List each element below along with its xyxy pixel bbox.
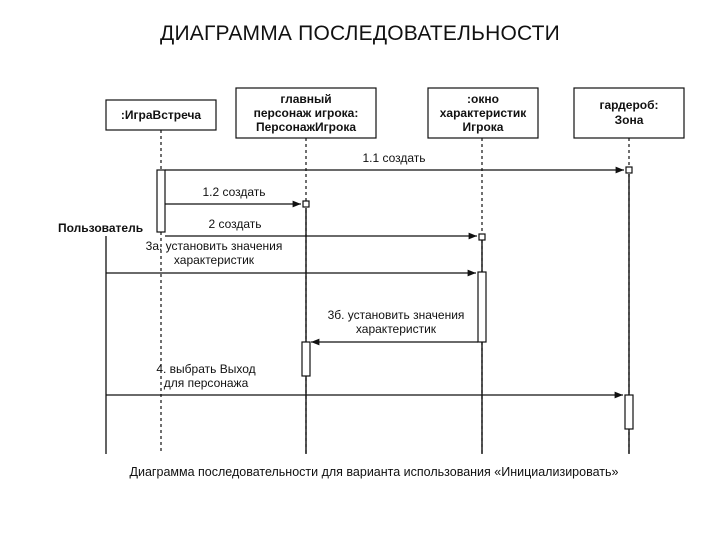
message-label-m11-line-0: 1.1 создать: [362, 151, 425, 165]
object-label-window-line-0: :окно: [467, 92, 499, 106]
message-label-m4-line-0: 4. выбрать Выход: [156, 362, 255, 376]
object-label-window-line-2: Игрока: [463, 120, 504, 134]
message-label-m2-line-0: 2 создать: [208, 217, 261, 231]
activation-window: [477, 271, 487, 343]
activation-player: [301, 341, 311, 377]
diagram-caption: Диаграмма последовательности для вариант…: [130, 465, 619, 479]
create-marker-window: [478, 233, 486, 241]
message-label-m3a-line-1: характеристик: [174, 253, 255, 267]
activation-game: [156, 169, 166, 233]
diagram-title: ДИАГРАММА ПОСЛЕДОВАТЕЛЬНОСТИ: [160, 22, 560, 45]
message-label-m12-line-0: 1.2 создать: [202, 185, 265, 199]
object-label-wardrobe-line-0: гардероб:: [599, 98, 658, 112]
object-label-wardrobe-line-1: Зона: [615, 113, 644, 127]
activation-wardrobe: [624, 394, 634, 430]
message-label-m3a-line-0: 3а. установить значения: [146, 239, 283, 253]
actor-label: Пользователь: [58, 221, 143, 235]
message-label-m3b-line-0: 3б. установить значения: [328, 308, 465, 322]
create-marker-player: [302, 200, 310, 208]
object-label-player-line-0: главный: [280, 92, 331, 106]
object-label-player-line-1: персонаж игрока:: [254, 106, 359, 120]
message-label-m3b-line-1: характеристик: [356, 322, 437, 336]
object-box-window: [427, 87, 539, 139]
create-marker-wardrobe: [625, 166, 633, 174]
object-label-window-line-1: характеристик: [440, 106, 528, 120]
object-box-wardrobe: [573, 87, 685, 139]
object-label-player-line-2: ПерсонажИгрока: [256, 120, 356, 134]
message-label-m4-line-1: для персонажа: [164, 376, 249, 390]
object-box-game: [105, 99, 217, 131]
object-label-game-line-0: :ИграВстреча: [121, 108, 202, 122]
